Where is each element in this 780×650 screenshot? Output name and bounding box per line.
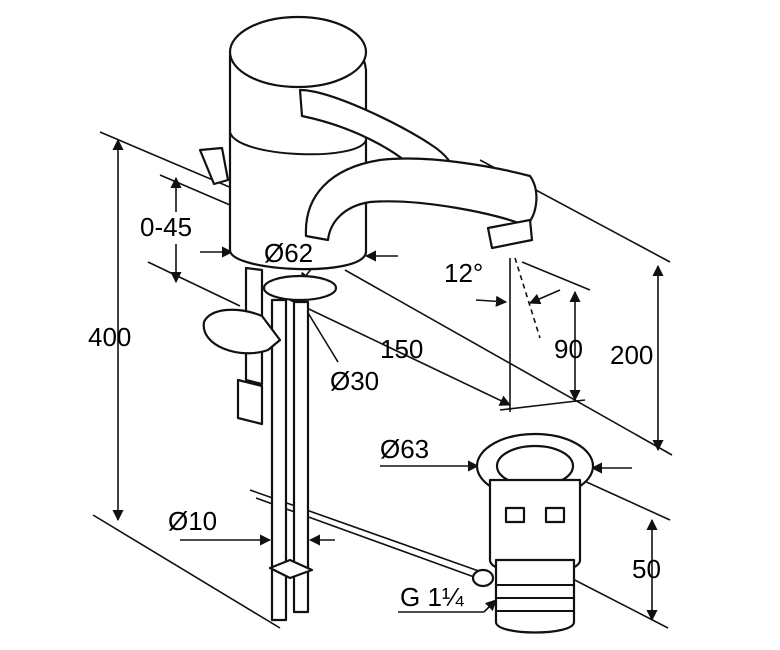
dimension-lines <box>92 131 673 629</box>
label-12-degrees: 12° <box>444 258 483 288</box>
faucet-body <box>198 15 538 622</box>
label-400: 400 <box>88 322 131 352</box>
label-hole-diameter: Ø30 <box>330 366 379 396</box>
label-90: 90 <box>554 334 583 364</box>
waste-fitting <box>471 432 595 634</box>
label-0-45: 0-45 <box>140 212 192 242</box>
label-thread: G 1¼ <box>400 582 464 612</box>
label-rod-diameter: Ø10 <box>168 506 217 536</box>
label-body-diameter: Ø62 <box>264 238 313 268</box>
label-150: 150 <box>380 334 423 364</box>
label-50: 50 <box>632 554 661 584</box>
label-200: 200 <box>610 340 653 370</box>
dimension-labels: 400 0-45 Ø62 Ø30 150 12° 90 200 Ø63 Ø10 … <box>88 212 661 612</box>
label-waste-diameter: Ø63 <box>380 434 429 464</box>
